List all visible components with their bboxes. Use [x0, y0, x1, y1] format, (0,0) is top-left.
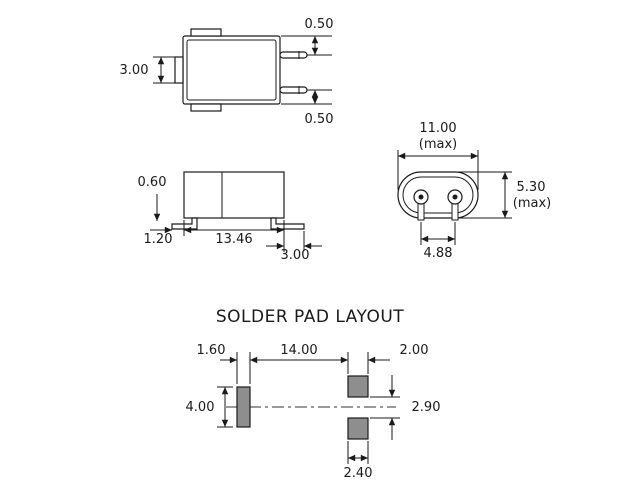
solder-pad-right-top	[347, 375, 369, 398]
dim-tab-height: 3.00	[120, 56, 175, 84]
dim-lead-thickness: 0.60	[138, 175, 167, 221]
side-tab	[174, 56, 184, 84]
dim-bottom-pad-width: 2.40	[344, 441, 373, 481]
base-outline-inner	[402, 176, 474, 214]
dim-pin-offset-top: 0.50	[281, 17, 334, 56]
crystal-body-outline	[182, 35, 281, 105]
dim-label-pad-separation: 14.00	[280, 343, 317, 358]
dim-label-base-width: 11.00	[419, 121, 456, 136]
dim-label-lead-thickness: 0.60	[138, 175, 167, 190]
dim-pad-separation: 14.00	[250, 343, 349, 374]
dim-right-pad-gap: 2.90	[370, 375, 440, 440]
end-view: 11.00 (max) 5.30 (max) 4.88	[397, 121, 551, 261]
dim-pin-spacing: 4.88	[420, 222, 456, 261]
dim-pin-offset-bottom: 0.50	[281, 89, 334, 127]
crystal-body-side	[183, 171, 285, 219]
dim-label-base-height-qualifier: (max)	[513, 196, 551, 211]
dim-label-right-pad-gap: 2.90	[412, 400, 441, 415]
solder-pad-left	[236, 386, 251, 428]
dim-label-base-width-qualifier: (max)	[419, 137, 457, 152]
dim-label-left-pad-height: 4.00	[186, 400, 215, 415]
base-outline-outer	[397, 171, 479, 219]
mounting-tab-bottom	[190, 103, 222, 112]
dim-base-height: 5.30 (max)	[458, 171, 551, 219]
dim-label-left-pad-width: 1.60	[197, 343, 226, 358]
dim-label-body-length: 13.46	[215, 232, 252, 247]
dim-body-length: 13.46	[183, 220, 285, 252]
top-view: 3.00 0.50 0.50	[120, 17, 334, 127]
dim-label-lead-right: 3.00	[281, 248, 310, 263]
pin-center-2	[452, 194, 458, 200]
dim-label-lead-left: 1.20	[144, 232, 173, 247]
dim-label-base-height: 5.30	[517, 180, 546, 195]
dim-label-tab-height: 3.00	[120, 63, 149, 78]
dim-left-pad-width: 1.60	[197, 343, 251, 384]
solder-pad-right-bottom	[347, 417, 369, 440]
mounting-tab-top	[190, 28, 222, 37]
dim-label-pin-offset-top: 0.50	[305, 17, 334, 32]
dim-label-right-pad-width: 2.00	[400, 343, 429, 358]
crystal-body-inner-outline	[186, 39, 277, 101]
dim-label-bottom-pad-width: 2.40	[344, 466, 373, 481]
section-title: SOLDER PAD LAYOUT	[216, 307, 404, 327]
lead-pin-2	[279, 86, 308, 94]
dim-lead-right: 3.00	[266, 231, 322, 263]
lead-pin-1	[279, 51, 308, 59]
dim-label-pin-offset-bottom: 0.50	[305, 112, 334, 127]
dim-lead-left: 1.20	[144, 226, 173, 247]
dim-label-pin-spacing: 4.88	[424, 246, 453, 261]
gull-wing-lead-right	[270, 217, 305, 230]
solder-pad-layout: SOLDER PAD LAYOUT 1.60 14.00 2.00 4.00	[186, 307, 441, 481]
pin-center-1	[418, 194, 424, 200]
dim-right-pad-width: 2.00	[367, 343, 429, 374]
dim-base-width: 11.00 (max)	[397, 121, 479, 190]
dim-left-pad-height: 4.00	[186, 386, 233, 428]
side-view: 0.60 1.20 13.46 3.00	[138, 171, 322, 263]
